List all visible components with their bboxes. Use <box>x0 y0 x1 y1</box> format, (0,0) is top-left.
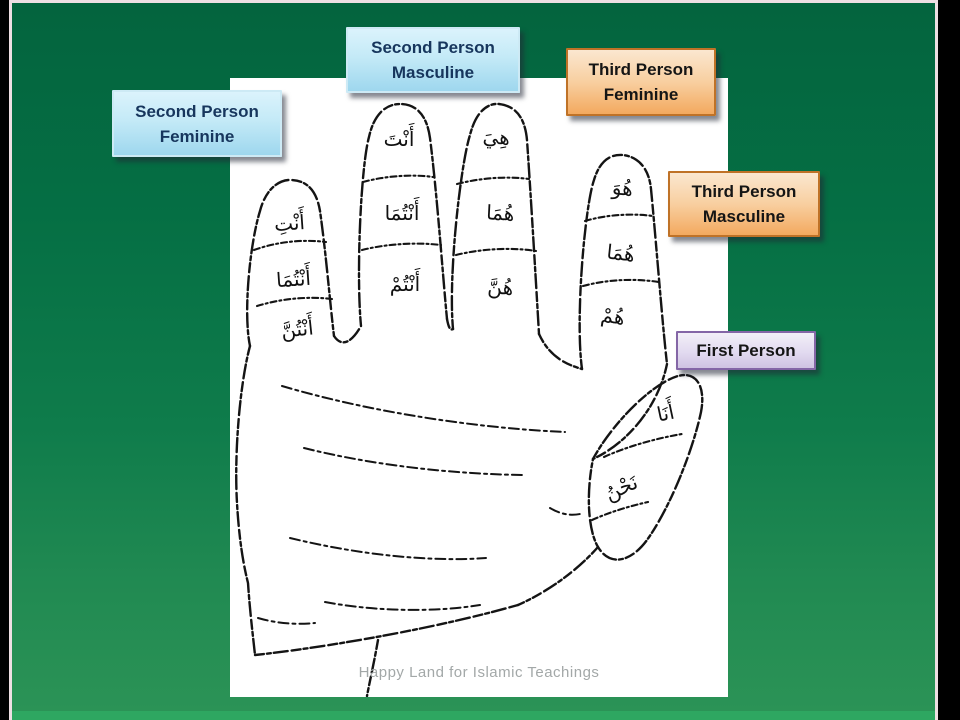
pronoun-index-plural: هُمْ <box>599 303 626 330</box>
callout-third-person-feminine: Third Person Feminine <box>566 48 716 116</box>
pronoun-index-singular: هُوَ <box>610 175 634 200</box>
callout-line2: Masculine <box>702 207 786 226</box>
callout-second-person-feminine: Second Person Feminine <box>112 90 282 157</box>
callout-line1: Second Person <box>371 38 495 57</box>
bottom-accent-strip <box>12 711 935 720</box>
pronoun-thumb-plural: نَحْنُ <box>601 470 642 506</box>
middle-outline <box>450 102 541 336</box>
ring-divider-1 <box>361 174 435 184</box>
pronoun-pinky-singular: أَنْتِ <box>273 205 306 236</box>
right-edge-highlight <box>935 0 938 720</box>
index-outline <box>578 153 669 371</box>
pronoun-pinky-dual: أَنْتُمَا <box>275 261 312 292</box>
ring-outline <box>357 102 449 328</box>
web-index-thumb <box>591 362 669 461</box>
callout-line1: Third Person <box>588 60 694 79</box>
web-ring-middle <box>445 317 455 331</box>
callout-first-person: First Person <box>676 331 816 370</box>
pronoun-index-dual: هُمَا <box>605 240 636 267</box>
top-edge-highlight <box>12 0 935 3</box>
web-middle-index <box>537 332 584 371</box>
callout-line2: Feminine <box>603 85 679 104</box>
callout-line1: Third Person <box>691 182 797 201</box>
pinky-divider-2 <box>255 296 334 308</box>
ring-divider-2 <box>360 242 443 252</box>
watermark-text: Happy Land for Islamic Teachings <box>358 664 600 681</box>
palm-crease-4 <box>324 601 481 611</box>
thumb-base-divider <box>590 500 650 522</box>
hand-figure: أَنْتِ أَنْتُمَا أَنْتُنَّ أَنْتَ أَنْتُ… <box>230 78 728 698</box>
callout-line1: First Person <box>696 341 796 360</box>
pronoun-ring-dual: أَنْتُمَا <box>385 196 420 225</box>
palm-bottom-curve <box>253 603 520 657</box>
pinky-outline <box>246 178 336 348</box>
hand-sketch: أَنْتِ أَنْتُمَا أَنْتُنَّ أَنْتَ أَنْتُ… <box>235 102 704 698</box>
index-divider-1 <box>583 213 655 223</box>
pronoun-middle-singular: هِيَ <box>482 124 510 150</box>
palm-mark <box>549 507 581 516</box>
pronoun-ring-singular: أَنْتَ <box>384 122 415 151</box>
pinky-divider-1 <box>252 239 328 252</box>
palm-right-lower-edge <box>516 545 600 607</box>
callout-third-person-masculine: Third Person Masculine <box>668 171 820 237</box>
web-pinky-ring <box>332 324 363 344</box>
pronoun-thumb-singular: أَنَا <box>654 395 677 427</box>
wrist-left-edge <box>246 581 257 657</box>
wrist-crease <box>257 617 316 625</box>
palm-crease-1 <box>281 385 566 433</box>
arm-stroke <box>365 638 380 698</box>
pronoun-middle-dual: هُمَا <box>486 200 515 225</box>
palm-crease-2 <box>303 447 523 476</box>
callout-line1: Second Person <box>135 101 259 121</box>
callout-line2: Feminine <box>159 126 235 146</box>
pronoun-ring-plural: أَنْتُمْ <box>390 267 421 296</box>
index-divider-2 <box>581 278 661 288</box>
middle-divider-2 <box>454 247 538 257</box>
middle-divider-1 <box>455 176 531 186</box>
left-edge-highlight <box>9 0 12 720</box>
callout-second-person-masculine: Second Person Masculine <box>346 27 520 93</box>
palm-left-edge <box>235 344 252 585</box>
callout-line2: Masculine <box>391 63 475 82</box>
palm-crease-3 <box>289 537 487 561</box>
thumb-outline <box>587 373 704 561</box>
pronoun-pinky-plural: أَنْتُنَّ <box>279 311 314 343</box>
thumb-divider <box>602 432 684 459</box>
pronoun-middle-plural: هُنَّ <box>487 274 514 300</box>
